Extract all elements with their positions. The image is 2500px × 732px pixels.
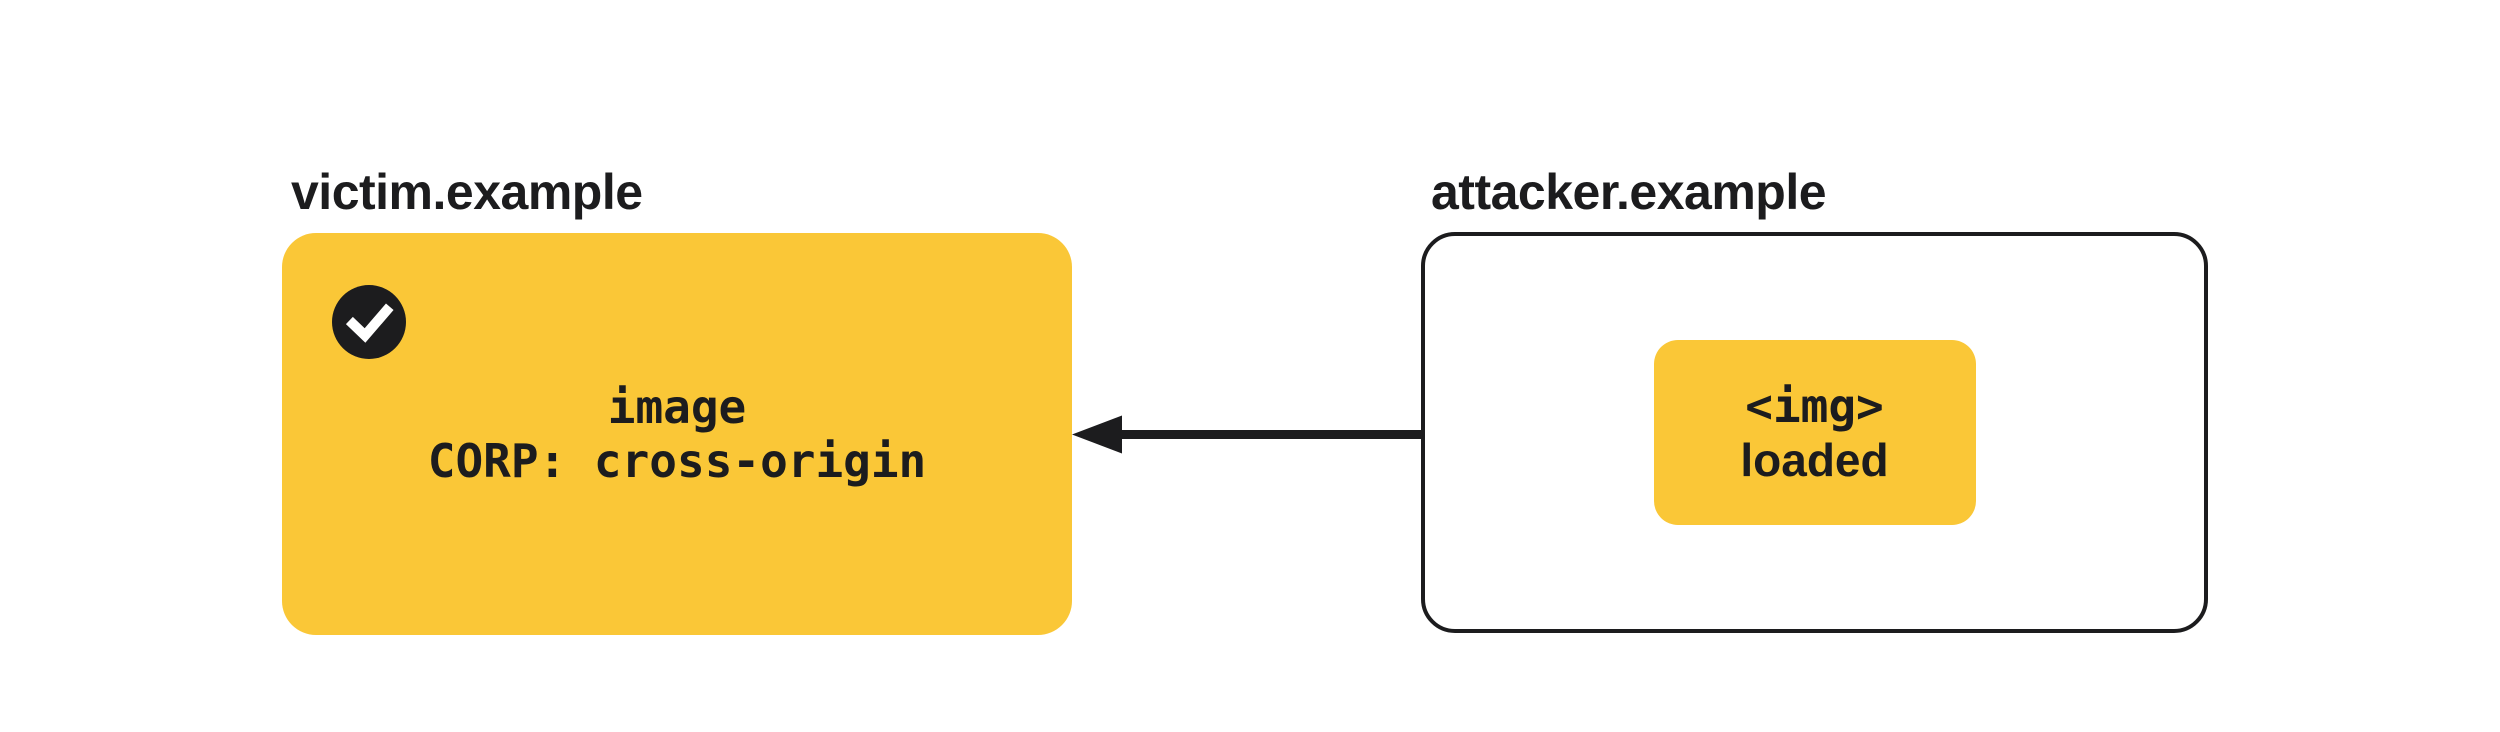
img-loaded-box: <img> loaded [1653,340,1976,525]
resource-type-text: image [607,380,747,434]
victim-resource-text: image CORP: cross-origin [428,380,927,488]
victim-domain-label: victim.example [291,164,643,220]
attacker-page-box: <img> loaded [1421,232,2208,633]
loaded-text: loaded [1740,433,1889,486]
attacker-domain-label: attacker.example [1431,164,1827,220]
img-tag-text: <img> [1745,378,1884,433]
check-icon [345,303,394,343]
victim-resource-box: image CORP: cross-origin [282,233,1072,635]
corp-header-text: CORP: cross-origin [427,434,927,488]
allowed-status-badge [332,285,406,359]
